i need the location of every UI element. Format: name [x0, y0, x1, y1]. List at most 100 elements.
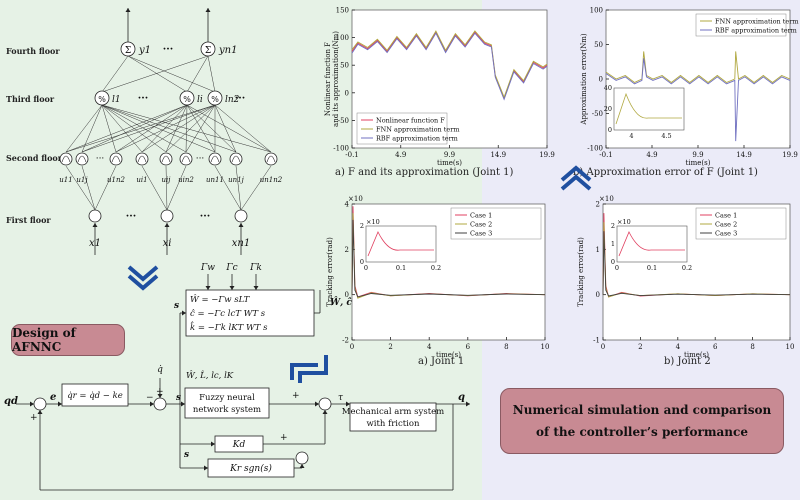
series-line: [602, 231, 791, 297]
membership-label: un11: [206, 176, 224, 184]
reference-block-label: q̇r = q̇d − ke: [67, 391, 123, 401]
arrow-head: [150, 401, 154, 407]
rule-connection: [101, 104, 216, 153]
arrow-head: [205, 8, 211, 12]
y-tick-label: 2: [596, 201, 600, 209]
adaptive-law: ĉ = −Γc lcT WT s: [190, 308, 266, 319]
bent-arrow-icon: [290, 355, 328, 383]
rule-connection: [186, 104, 272, 153]
rule-label: li: [197, 95, 203, 105]
membership-node: [135, 152, 149, 166]
y-tick-label: -100: [333, 145, 349, 153]
rule-connection: [65, 104, 216, 153]
arrow-head: [157, 394, 163, 398]
x-tick-label: 6: [713, 343, 718, 351]
inset-plot-area: [616, 225, 688, 263]
x-tick-label: 9.9: [444, 151, 455, 159]
x-tick-label: 10: [786, 343, 795, 351]
inset-x-tick-label: 0.2: [682, 264, 692, 272]
input-node: [234, 209, 248, 223]
arrow-head: [466, 401, 470, 407]
kd-block-label: Kd: [232, 440, 246, 450]
sign-minus: −: [146, 393, 154, 403]
chart-caption-b: b) Approximation error of F (Joint 1): [573, 167, 758, 178]
legend-entry: Case 2: [715, 221, 737, 229]
x-tick-label: 4.9: [646, 151, 657, 159]
membership-label: u1n2: [107, 176, 125, 184]
rule-connection: [81, 104, 188, 153]
membership-connection: [65, 165, 96, 211]
x-tick-label: -0.1: [345, 151, 359, 159]
sign-plus: +: [280, 433, 288, 443]
inset-y-tick-label: 40: [604, 84, 612, 92]
y-tick-label: 100: [336, 34, 349, 42]
adaptive-law: Ŵ = −Γw sLT: [190, 293, 251, 305]
membership-label: ui1: [136, 176, 147, 184]
sign-plus: +: [156, 387, 164, 397]
rule-connection: [101, 104, 272, 153]
inset-x-tick-label: 0.2: [431, 264, 441, 272]
membership-label: un1n2: [260, 176, 283, 184]
rule-ellipsis: ···: [138, 93, 148, 104]
rule-connection: [101, 104, 237, 153]
x-axis-label: time(s): [684, 351, 709, 359]
arrow-head: [229, 286, 235, 290]
rule-connection: [101, 104, 167, 153]
sigma-symbol: Σ: [125, 46, 131, 56]
arrow-head: [92, 223, 98, 227]
membership-connection: [94, 165, 117, 211]
membership-node: [208, 152, 222, 166]
legend-entry: Nonlinear function F: [376, 117, 445, 125]
x-tick-label: 0: [601, 343, 605, 351]
x-tick-label: 9.9: [692, 151, 703, 159]
chevron-stroke: [560, 174, 592, 191]
adaptive-law: k̂ = −Γk lKT WT s: [190, 320, 268, 333]
chart-caption-joint1: a) Joint 1: [418, 356, 465, 367]
bent-arrow-stroke: [298, 355, 328, 383]
summing-junction: [33, 397, 47, 411]
signal-qdot: q̇: [157, 365, 163, 375]
gaussian-icon: [61, 155, 71, 163]
inset-plot-area: [365, 225, 437, 263]
input-node: [160, 209, 174, 223]
reference-block: [61, 383, 129, 407]
rule-label: l1: [112, 95, 121, 105]
third-floor-label: Third floor: [6, 94, 55, 104]
sign-plus: +: [292, 391, 300, 401]
summing-junction: [318, 397, 332, 411]
chart-caption-a: a) F and its approximation (Joint 1): [335, 167, 514, 178]
rule-label: ln2: [225, 95, 240, 105]
chevron-stroke: [560, 165, 592, 182]
membership-ellipsis: ···: [196, 154, 205, 164]
y-tick-label: 0: [599, 76, 603, 84]
scale-label: ×10: [599, 195, 614, 203]
second-floor-label: Second floor: [6, 153, 62, 163]
first-floor-label: First floor: [6, 215, 51, 225]
sum-node: [120, 41, 136, 57]
arrow-head: [37, 410, 43, 414]
membership-connection: [235, 165, 242, 211]
inset-series-line: [615, 92, 682, 125]
summing-junction: [153, 397, 167, 411]
y-axis-label: Nonlinear function F: [324, 42, 332, 116]
scale-label: ×10: [348, 195, 363, 203]
series-line: [351, 219, 546, 298]
x-tick-label: 2: [638, 343, 642, 351]
arrow-head: [253, 286, 259, 290]
x-tick-label: 8: [504, 343, 508, 351]
x-tick-label: 14.9: [736, 151, 752, 159]
rule-connection: [101, 104, 143, 153]
y-tick-label: 2: [345, 246, 349, 254]
series-line: [351, 30, 548, 99]
chevron-down-icon: [127, 265, 159, 291]
product-node: [207, 90, 223, 106]
arrow-head: [30, 401, 34, 407]
signal-s: s: [174, 301, 179, 311]
sign-plus: +: [30, 413, 38, 423]
rule-connection: [165, 104, 188, 153]
gaussian-icon: [161, 155, 171, 163]
input-label: xn1: [232, 238, 250, 249]
inset-plot-area: [613, 87, 685, 131]
x-tick-label: 0: [350, 343, 354, 351]
y-axis-label: Tracking error(rad): [577, 237, 585, 307]
